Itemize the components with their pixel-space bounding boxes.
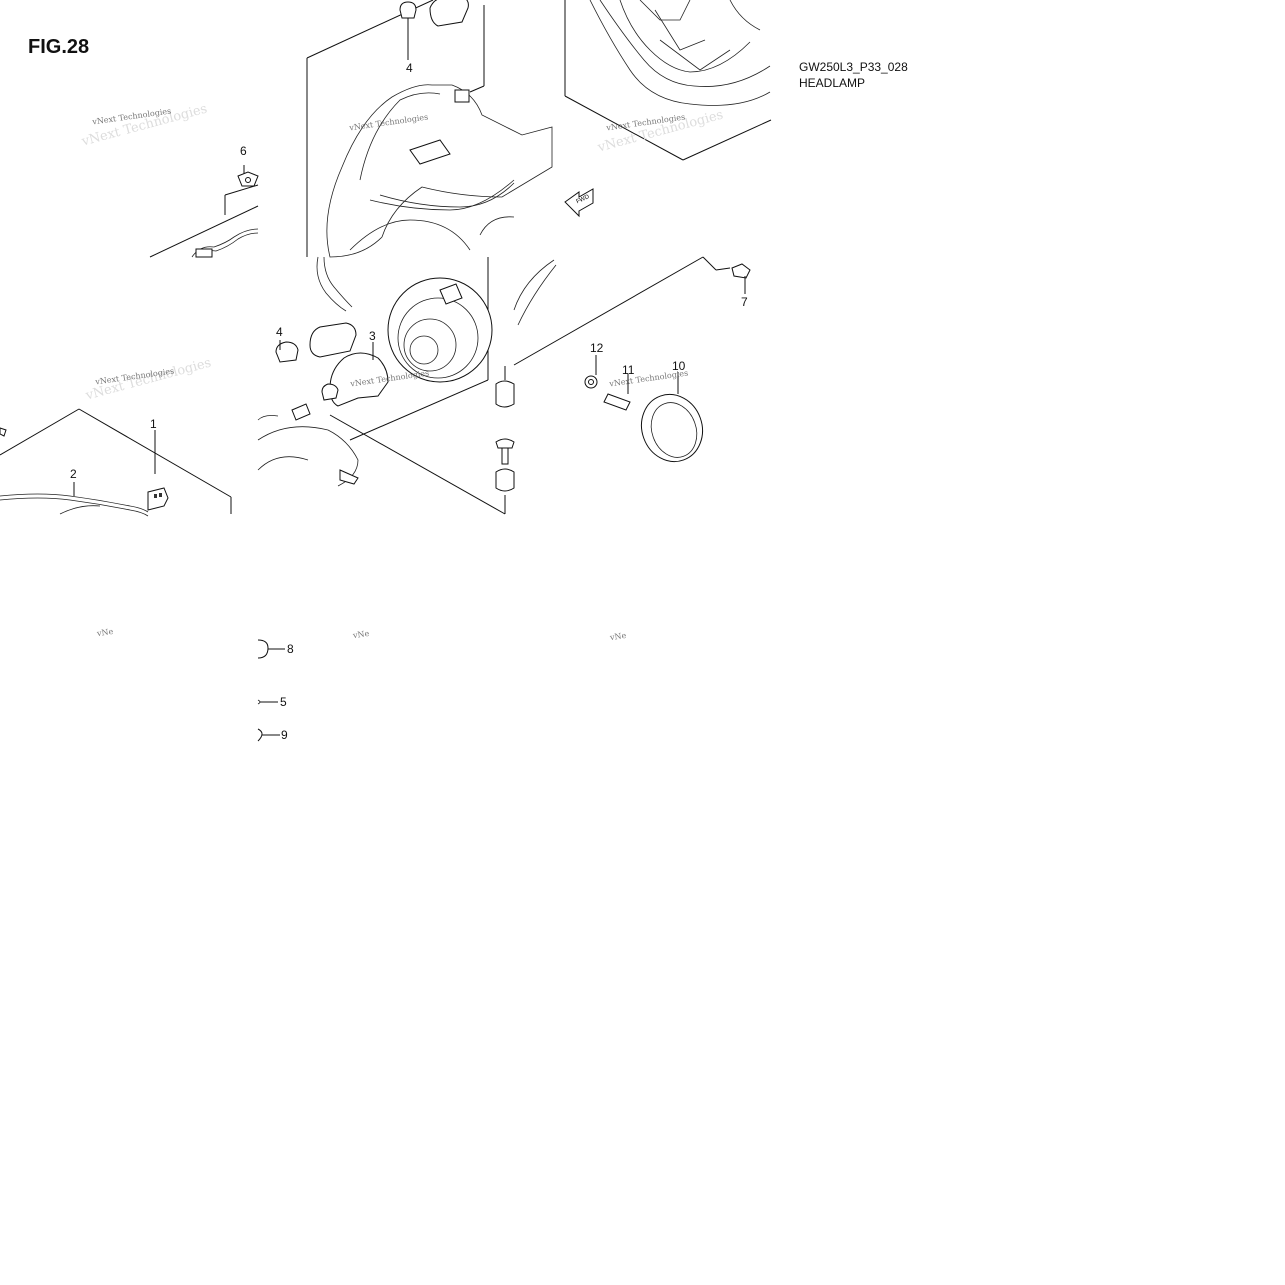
grommet-9-part xyxy=(495,468,515,492)
callout-4-lower: 4 xyxy=(276,325,283,339)
connector-2 xyxy=(147,487,169,511)
callout-1: 1 xyxy=(150,417,157,431)
callout-4-upper: 4 xyxy=(406,61,413,75)
tile-bottom-fragments xyxy=(257,639,285,742)
tile-top-right: FWD xyxy=(564,0,772,218)
tile-right xyxy=(495,256,751,514)
grommet-9-thumb xyxy=(257,728,263,742)
bulb-4-top xyxy=(429,0,469,27)
callout-8: 8 xyxy=(287,642,294,656)
tile-center xyxy=(257,256,506,515)
fwd-arrow xyxy=(564,188,594,218)
grommet-8-part xyxy=(495,380,515,408)
tile-top-left xyxy=(149,165,259,258)
callout-6: 6 xyxy=(240,144,247,158)
callout-9: 9 xyxy=(281,728,288,742)
callout-12: 12 xyxy=(590,341,604,355)
callout-5: 5 xyxy=(280,695,287,709)
callout-7: 7 xyxy=(741,295,748,309)
tile-middle-left xyxy=(0,408,232,517)
lens-10-part xyxy=(641,393,703,463)
callout-2: 2 xyxy=(70,467,77,481)
grommet-8-thumb xyxy=(257,639,269,659)
clip-7-part xyxy=(731,263,751,279)
callout-10: 10 xyxy=(672,359,686,373)
bulb-4-part xyxy=(309,322,357,358)
screw-11-part xyxy=(603,393,631,411)
bulb-3-part xyxy=(329,352,389,407)
figure-name: HEADLAMP xyxy=(799,76,866,90)
fwd-label: FWD xyxy=(576,194,592,205)
callout-3: 3 xyxy=(369,329,376,343)
figure-title: FIG.28 xyxy=(28,36,90,58)
figure-caption: GW250L3_P33_028 HEADLAMP xyxy=(799,59,908,91)
tile-top-middle xyxy=(306,0,553,258)
figure-code: GW250L3_P33_028 xyxy=(799,60,908,74)
bolt-5-part xyxy=(495,438,515,449)
callout-11: 11 xyxy=(622,363,635,377)
